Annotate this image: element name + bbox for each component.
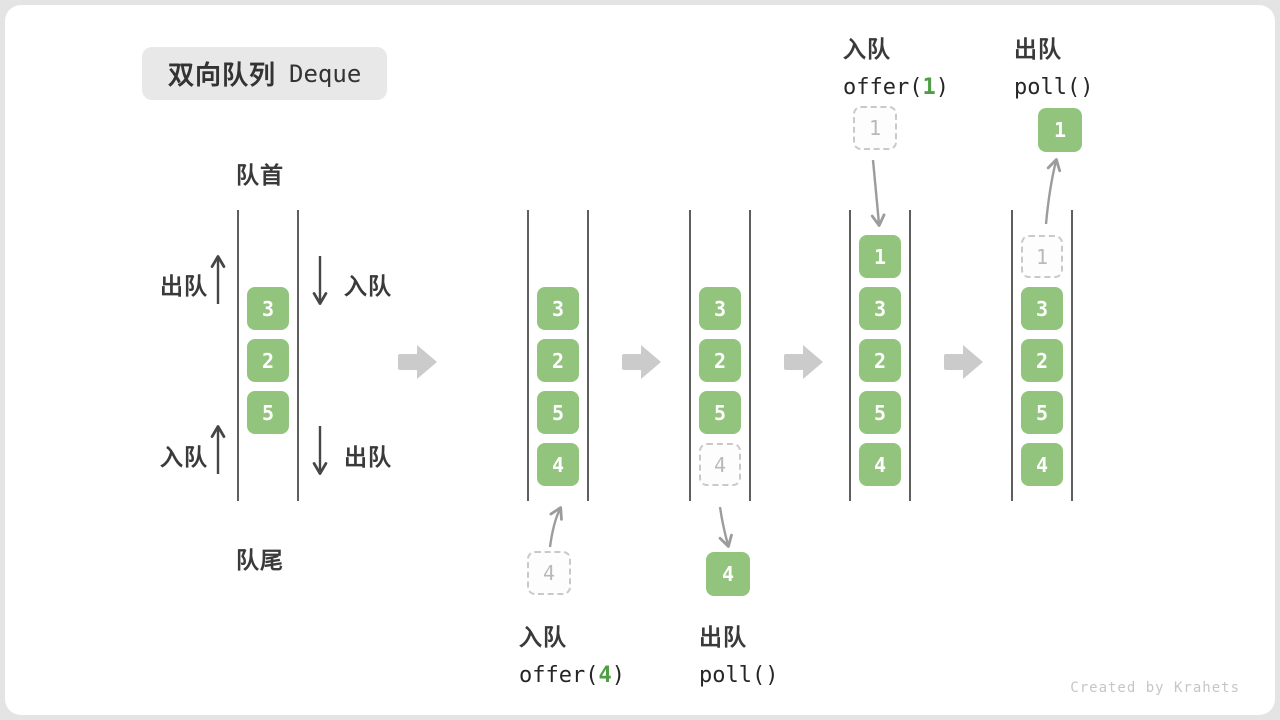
queue-cell: 2 <box>247 339 289 382</box>
label-enqueue-left-bottom: 入队 <box>160 444 208 470</box>
op-label: 出队 <box>699 624 747 650</box>
queue-wall-left <box>237 210 239 501</box>
credit-text: Created by Krahets <box>1070 680 1240 696</box>
queue-cell-dashed: 1 <box>1021 235 1063 278</box>
queue-cell: 5 <box>699 391 741 434</box>
queue-wall-left <box>1011 210 1013 501</box>
transition-arrow-icon <box>784 345 824 379</box>
outgoing-value-1: 1 <box>1038 108 1082 152</box>
incoming-value-dashed-1: 1 <box>853 106 897 150</box>
queue-cell: 3 <box>247 287 289 330</box>
queue-wall-left <box>689 210 691 501</box>
label-enqueue-right-top: 入队 <box>344 273 392 299</box>
queue-wall-right <box>749 210 751 501</box>
queue-wall-right <box>1071 210 1073 501</box>
queue-cell-dashed: 4 <box>699 443 741 486</box>
queue-wall-left <box>849 210 851 501</box>
queue-cell: 5 <box>537 391 579 434</box>
queue-cell: 5 <box>859 391 901 434</box>
transition-arrow-icon <box>398 345 438 379</box>
queue-cell: 4 <box>1021 443 1063 486</box>
queue-cell: 1 <box>859 235 901 278</box>
queue-cell: 4 <box>859 443 901 486</box>
transition-arrow-icon <box>622 345 662 379</box>
queue-wall-left <box>527 210 529 501</box>
queue-state-2: 3 2 5 4 <box>527 210 589 501</box>
transition-arrow-icon <box>944 345 984 379</box>
code-text: ) <box>935 75 949 100</box>
op-label: 入队 <box>519 624 567 650</box>
code-text: ) <box>611 663 625 688</box>
title-en: Deque <box>289 59 362 88</box>
queue-cell: 4 <box>537 443 579 486</box>
op-code: poll() <box>1014 75 1094 100</box>
op-label: 入队 <box>843 36 891 62</box>
incoming-value-dashed-4: 4 <box>527 551 571 595</box>
queue-cell: 3 <box>537 287 579 330</box>
code-text: offer( <box>843 75 923 100</box>
queue-cell: 5 <box>247 391 289 434</box>
queue-wall-right <box>587 210 589 501</box>
label-queue-front: 队首 <box>236 162 284 188</box>
queue-cell: 2 <box>859 339 901 382</box>
op-code: poll() <box>699 663 779 688</box>
op-code: offer(4) <box>519 663 625 688</box>
queue-cell: 2 <box>699 339 741 382</box>
queue-cell: 3 <box>1021 287 1063 330</box>
title-badge: 双向队列 Deque <box>142 47 388 100</box>
queue-cell: 3 <box>859 287 901 330</box>
queue-state-1: 3 2 5 <box>237 210 299 501</box>
queue-state-5: 1 3 2 5 4 <box>1011 210 1073 501</box>
queue-cell: 2 <box>1021 339 1063 382</box>
label-dequeue-right-bottom: 出队 <box>344 444 392 470</box>
queue-cell: 5 <box>1021 391 1063 434</box>
code-arg: 4 <box>598 663 612 688</box>
op-poll-front: 出队 poll() <box>1014 30 1093 100</box>
op-poll-rear: 出队 poll() <box>699 618 778 688</box>
outgoing-value-4: 4 <box>706 552 750 596</box>
label-queue-rear: 队尾 <box>236 547 284 573</box>
label-dequeue-left-top: 出队 <box>160 273 208 299</box>
queue-cell: 2 <box>537 339 579 382</box>
op-label: 出队 <box>1014 36 1062 62</box>
queue-state-4: 1 3 2 5 4 <box>849 210 911 501</box>
title-zh: 双向队列 <box>168 60 277 90</box>
queue-wall-right <box>909 210 911 501</box>
queue-state-3: 3 2 5 4 <box>689 210 751 501</box>
code-arg: 1 <box>922 75 936 100</box>
queue-cell: 3 <box>699 287 741 330</box>
op-offer-front: 入队 offer(1) <box>843 30 949 100</box>
code-text: offer( <box>519 663 599 688</box>
op-code: offer(1) <box>843 75 949 100</box>
op-offer-rear: 入队 offer(4) <box>519 618 625 688</box>
queue-wall-right <box>297 210 299 501</box>
